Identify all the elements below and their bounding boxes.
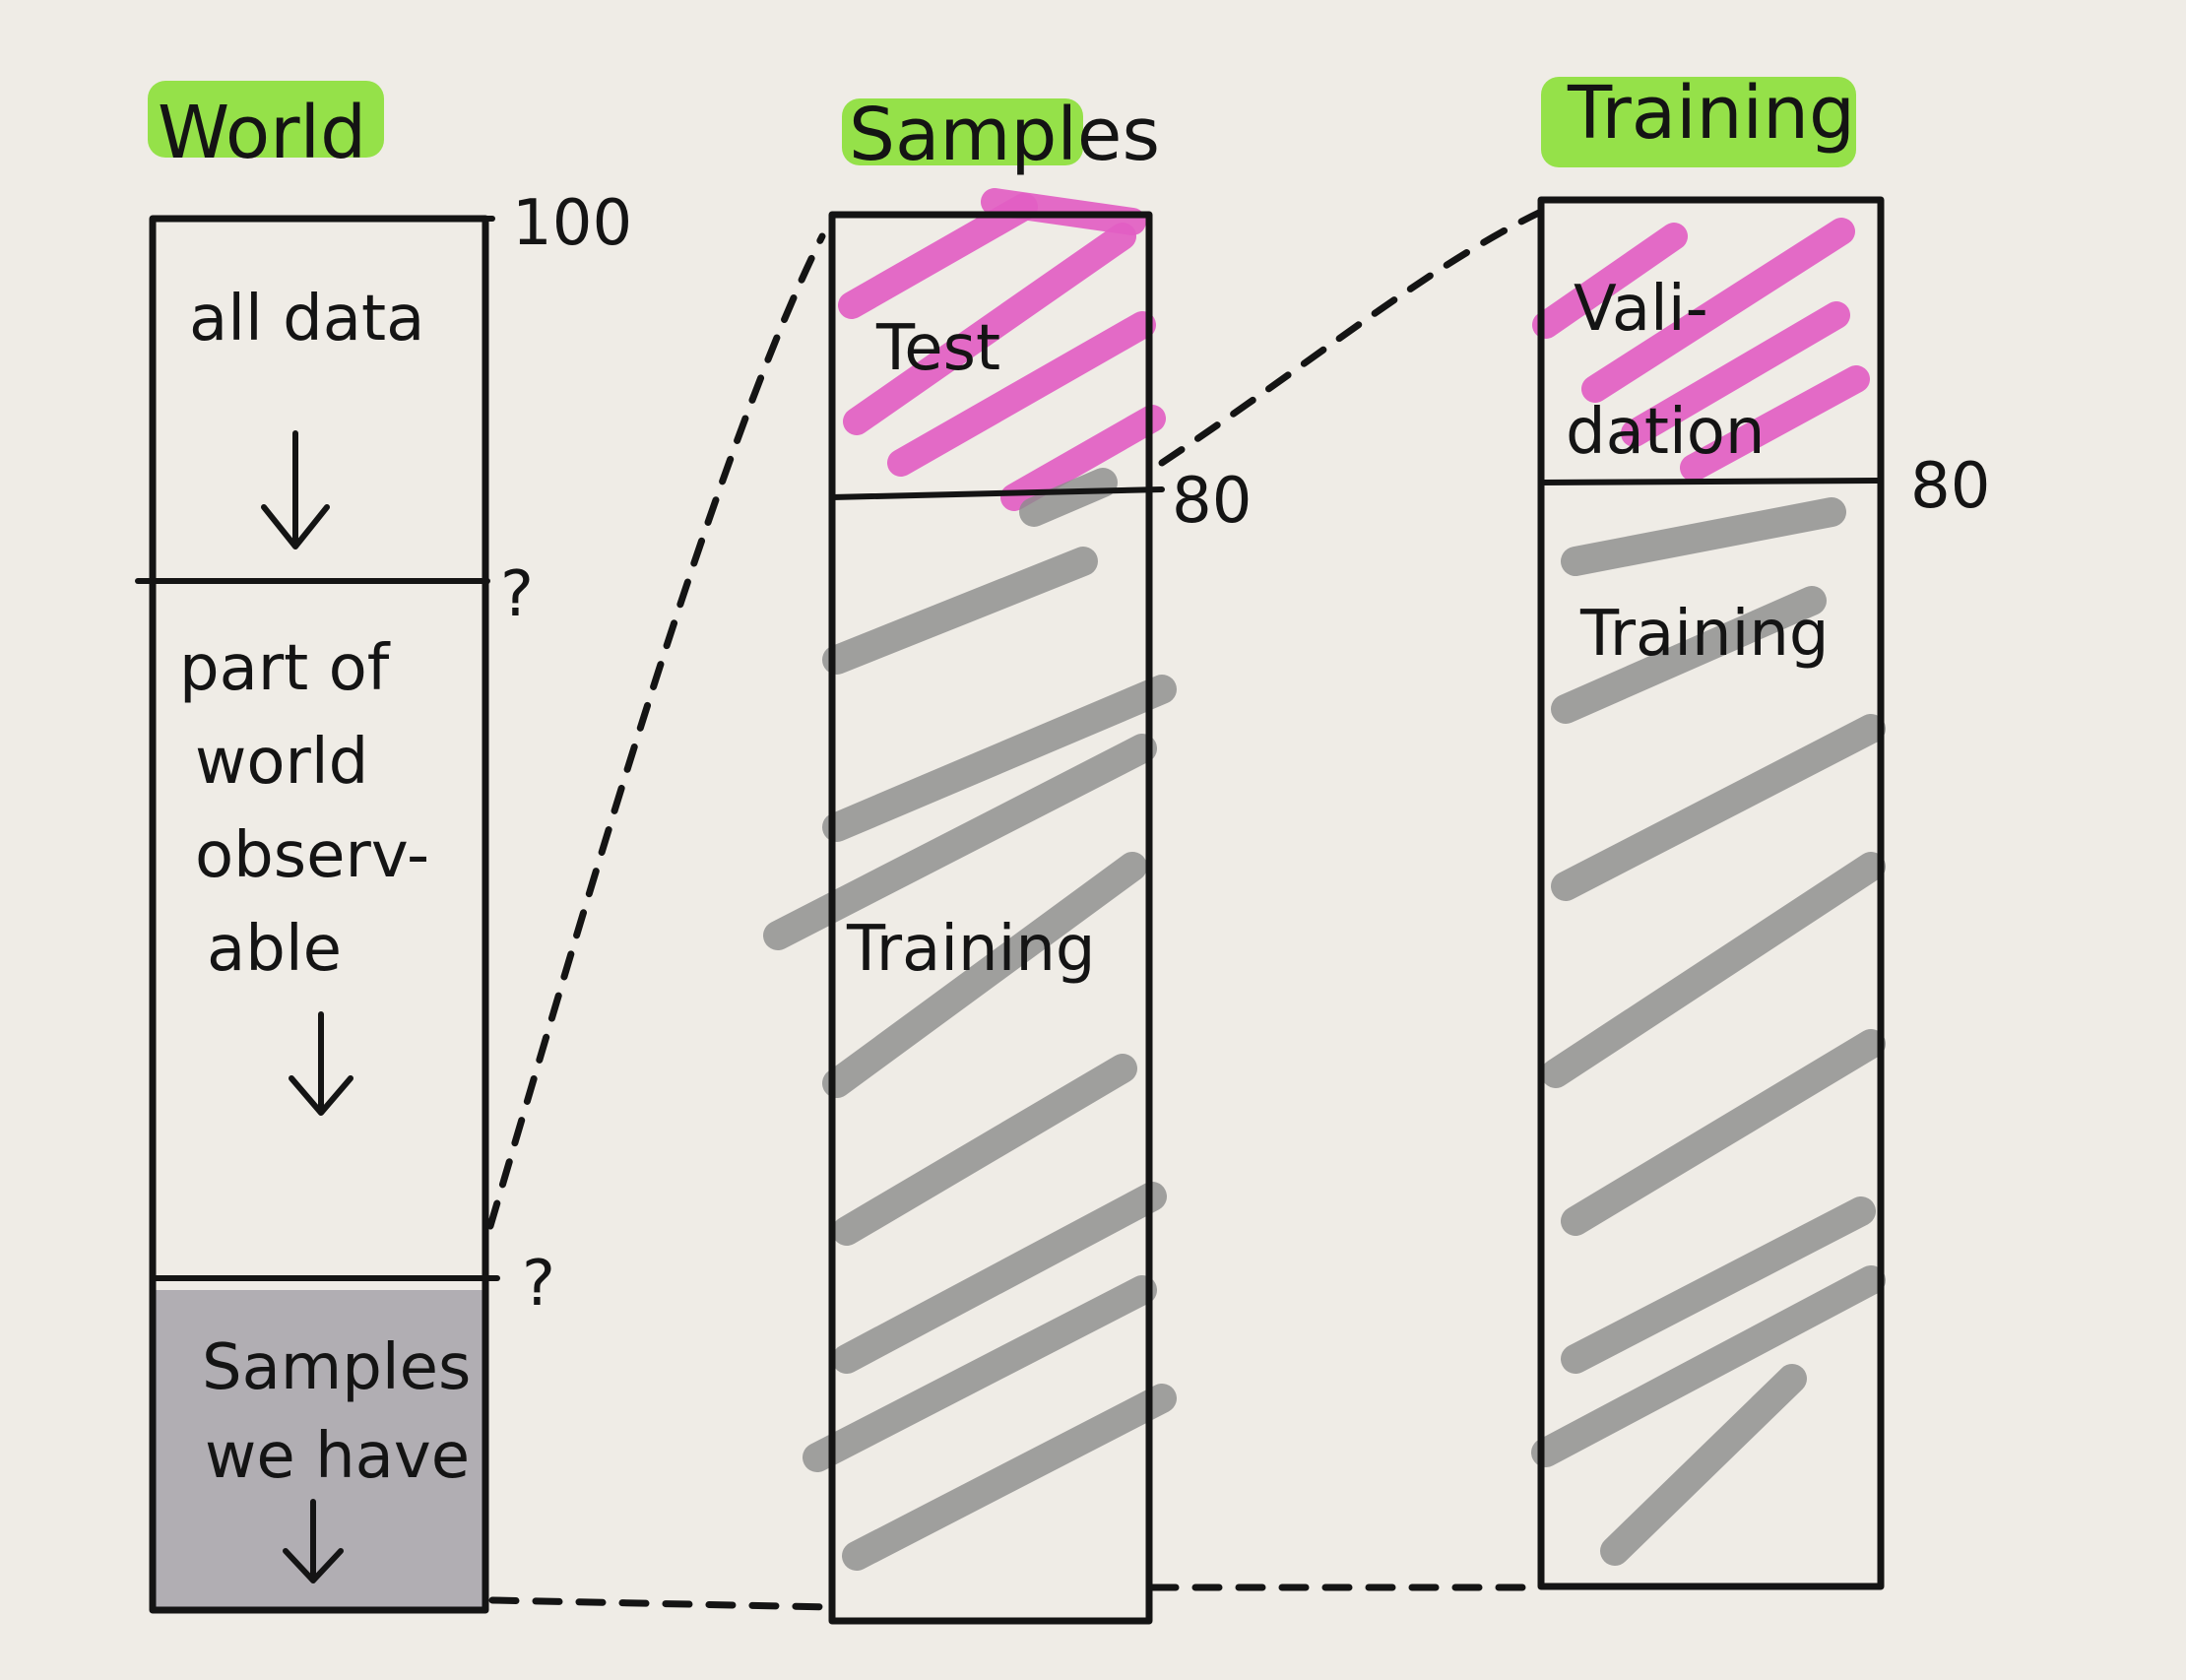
validation-line-1: Vali- (1574, 273, 1708, 346)
connector-world-to-samples-top (486, 232, 826, 1230)
samples-training-hatching (763, 468, 1177, 1571)
training-title-text: Training (1567, 71, 1855, 156)
samples-we-have-fill (156, 1290, 482, 1610)
training-title: Training (1541, 71, 1856, 167)
world-boundary-2-mark: ? (522, 1248, 555, 1321)
training-title-highlight (1541, 77, 1856, 167)
observable-line-2: world (195, 726, 368, 799)
world-column: all data part of world observ- able Samp… (135, 187, 632, 1614)
observable-line-4: able (207, 913, 342, 986)
observable-label: part of world observ- able (179, 632, 449, 986)
down-arrow-icon (283, 1499, 344, 1583)
validation-line-2: dation (1566, 396, 1765, 469)
observable-line-1: part of (179, 632, 391, 705)
training-split-mark: 80 (1910, 450, 1990, 523)
world-scale-top: 100 (512, 187, 632, 260)
down-arrow-icon (261, 430, 330, 549)
world-title-text: World (158, 91, 366, 175)
down-arrow-icon (289, 1011, 354, 1116)
validation-label: Vali- dation (1566, 273, 1765, 469)
samples-split-line (829, 486, 1165, 500)
training-column-outline (1537, 196, 1885, 1590)
observable-line-3: observ- (195, 819, 429, 892)
samples-we-have-line-2: we have (205, 1420, 470, 1493)
world-column-outline (149, 215, 489, 1614)
training-training-hatching (1531, 497, 1886, 1566)
connector-samples-to-training-top (1158, 208, 1545, 467)
world-title: World (148, 81, 384, 175)
world-boundary-1-mark: ? (500, 558, 534, 631)
samples-column-outline (828, 211, 1153, 1625)
training-training-label: Training (1579, 598, 1830, 671)
world-title-highlight (148, 81, 384, 158)
test-label: Test (875, 312, 1000, 385)
validation-hatching (1532, 218, 1870, 482)
samples-title-highlight (842, 98, 1083, 165)
samples-title: Samples (842, 93, 1160, 177)
samples-training-label: Training (846, 913, 1096, 986)
samples-title-text: Samples (849, 93, 1160, 177)
samples-column: Test Training 80 (763, 188, 1252, 1625)
samples-we-have-label: Samples we have (202, 1331, 491, 1493)
connector-world-to-samples-bottom (488, 1596, 836, 1611)
all-data-label: all data (189, 283, 424, 355)
training-column: Vali- dation Training 80 (1531, 196, 1990, 1590)
training-split-line (1538, 478, 1882, 485)
samples-split-mark: 80 (1172, 465, 1252, 538)
samples-we-have-line-1: Samples (202, 1331, 471, 1404)
